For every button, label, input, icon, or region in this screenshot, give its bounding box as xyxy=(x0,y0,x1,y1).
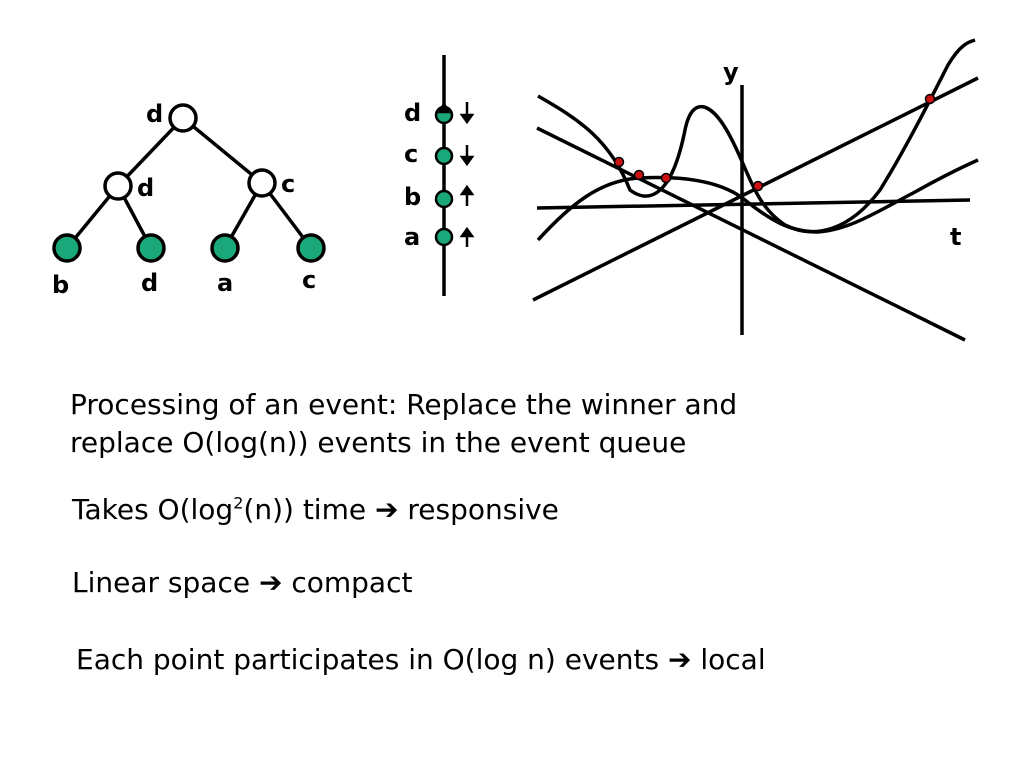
tree-leaf-node xyxy=(210,233,240,263)
arrow-up-icon xyxy=(459,226,475,247)
takes-time-prefix: Takes O(log xyxy=(72,493,234,526)
tree-leaf-label: a xyxy=(217,269,233,297)
queue-point-c xyxy=(434,146,454,166)
each-point-prefix: Each point participates in O(log n) even… xyxy=(76,643,660,676)
queue-label: b xyxy=(404,183,421,211)
tree-root-label: d xyxy=(146,100,163,128)
tree-leaf-node xyxy=(136,233,166,263)
queue-point-a xyxy=(434,227,454,247)
tree-leaf-label: b xyxy=(52,271,69,299)
right-arrow-icon: ➔ xyxy=(375,493,399,526)
arrow-down-icon xyxy=(459,102,475,125)
queue-point-b xyxy=(434,189,454,209)
tree-edge xyxy=(181,116,264,185)
event-dot xyxy=(660,172,672,184)
plot-y-label: y xyxy=(723,58,739,86)
linear-space-word: compact xyxy=(291,566,413,599)
takes-time-word: responsive xyxy=(407,493,559,526)
each-point-line: Each point participates in O(log n) even… xyxy=(76,642,766,678)
arrow-down-icon xyxy=(459,145,475,167)
tree-edge xyxy=(116,116,185,188)
tree-root-node xyxy=(168,103,198,133)
tree-leaf-label: c xyxy=(302,266,316,294)
arrow-up-icon xyxy=(436,101,452,114)
diagram-canvas: d d c b d a c d c b a xyxy=(52,38,979,342)
right-arrow-icon: ➔ xyxy=(667,643,692,676)
tree-leaf-label: d xyxy=(141,269,158,297)
takes-time-superscript: 2 xyxy=(233,493,244,513)
tree-left-label: d xyxy=(137,174,154,202)
plot-curve xyxy=(537,38,976,234)
event-dot xyxy=(613,156,625,168)
queue-label: a xyxy=(404,223,420,251)
right-arrow-icon: ➔ xyxy=(258,566,283,599)
tree-internal-node-right xyxy=(247,168,277,198)
queue-label: d xyxy=(404,99,421,127)
processing-line-2: replace O(log(n)) events in the event qu… xyxy=(70,426,687,459)
event-dot xyxy=(752,180,764,192)
takes-time-line: Takes O(log2(n)) time ➔ responsive xyxy=(72,492,559,528)
arrow-up-icon xyxy=(459,184,475,206)
plot-t-label: t xyxy=(950,223,961,251)
linear-space-line: Linear space ➔ compact xyxy=(72,565,412,601)
tree-internal-node-left xyxy=(103,171,133,201)
plot-curve xyxy=(536,158,979,242)
tree-leaf-node xyxy=(296,233,326,263)
plot-line xyxy=(536,126,966,342)
queue-label: c xyxy=(404,140,418,168)
tree-right-label: c xyxy=(281,170,295,198)
tree-leaf-node xyxy=(52,233,82,263)
each-point-word: local xyxy=(700,643,766,676)
event-dot xyxy=(633,169,645,181)
takes-time-middle: (n)) time xyxy=(243,493,367,526)
processing-line-1: Processing of an event: Replace the winn… xyxy=(70,388,738,421)
linear-space-prefix: Linear space xyxy=(72,566,251,599)
event-dot xyxy=(924,93,936,105)
